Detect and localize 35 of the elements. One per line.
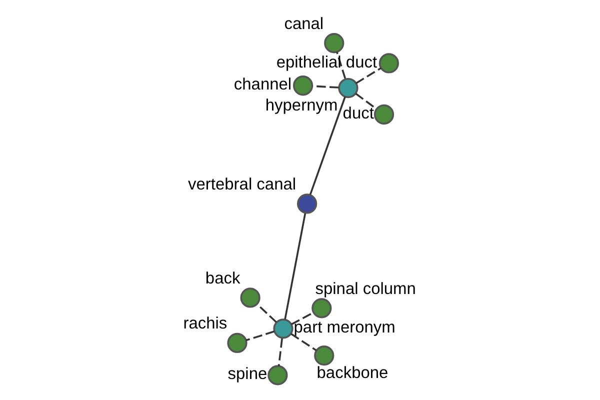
connector (312, 85, 338, 88)
node-label: back (204, 269, 240, 288)
node-label: part meronym (293, 318, 395, 337)
node-label: vertebral canal (188, 175, 296, 194)
node-circle (314, 345, 334, 366)
node-circle (240, 288, 260, 308)
connector (284, 213, 306, 320)
node-label: canal (284, 14, 324, 33)
node-label: duct (342, 104, 374, 123)
connector (256, 304, 276, 323)
connector (308, 96, 346, 195)
node-label: channel (233, 76, 292, 94)
connector (355, 67, 382, 84)
node-label: epithelial duct (276, 53, 377, 72)
node-label: spine (227, 365, 267, 384)
connector (354, 92, 376, 110)
node-circle (296, 194, 317, 214)
connector (245, 330, 274, 342)
node-label: hypernym (264, 96, 338, 114)
node-label: spinal column (314, 280, 416, 298)
connector (277, 338, 282, 366)
connector (290, 333, 316, 352)
node-circle (311, 298, 332, 318)
connector (336, 52, 346, 79)
node-label: rachis (182, 314, 227, 333)
node-circle (226, 332, 247, 354)
node-circle (373, 104, 394, 125)
node-circle (378, 53, 398, 74)
node-label: backbone (316, 364, 388, 382)
node-circle (292, 76, 313, 96)
connector (290, 312, 314, 326)
node-circle (324, 33, 344, 54)
node-circle (272, 318, 293, 339)
node-circle (338, 78, 358, 98)
node-circle (267, 365, 288, 386)
